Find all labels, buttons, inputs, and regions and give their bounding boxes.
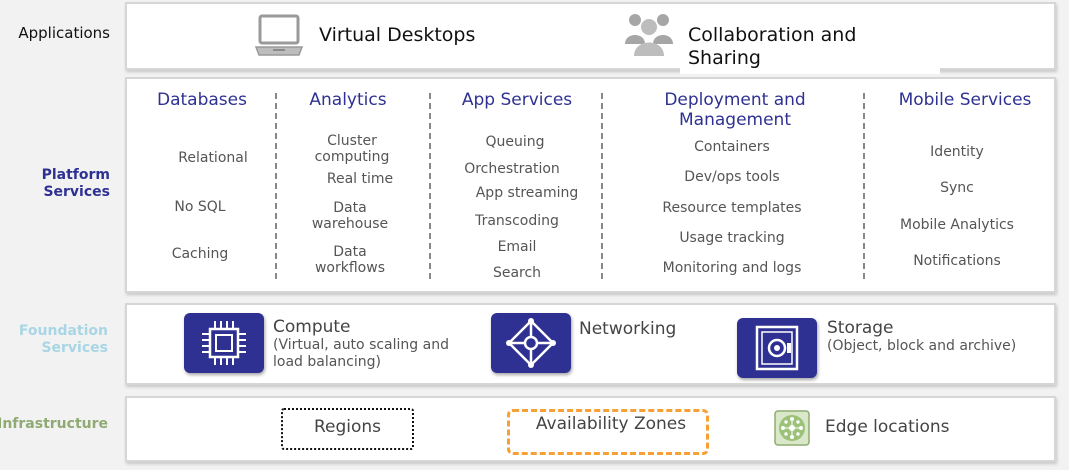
compute-description: (Virtual, auto scaling and load balancin… — [273, 337, 449, 370]
people-group-icon — [625, 14, 673, 56]
network-hub-icon — [491, 313, 571, 373]
layer-label-infrastructure: Infrastructure — [0, 416, 108, 432]
mobile-services-title: Mobile Services — [898, 90, 1032, 110]
collaboration-label: Collaboration and Sharing — [680, 24, 940, 74]
deployment-item: Containers — [694, 139, 770, 155]
app-services-item: Search — [492, 265, 542, 281]
layer-label-platform: Platform Services — [41, 167, 110, 200]
storage-description: (Object, block and archive) — [827, 338, 1017, 354]
analytics-item: Cluster computing — [314, 133, 390, 165]
databases-item: No SQL — [174, 199, 226, 215]
deployment-item: Usage tracking — [679, 230, 785, 246]
app-services-item: Transcoding — [475, 213, 559, 229]
deployment-item: Resource templates — [662, 200, 802, 216]
laptop-icon — [255, 14, 303, 56]
mobile-item: Identity — [930, 144, 984, 160]
analytics-item: Real time — [326, 171, 394, 187]
app-services-item: Orchestration — [464, 161, 560, 177]
app-services-item: Queuing — [485, 134, 545, 150]
compute-title: Compute — [273, 317, 351, 337]
mobile-item: Notifications — [913, 253, 1001, 269]
app-services-item: Email — [497, 239, 537, 255]
app-services-item: App streaming — [475, 185, 579, 201]
column-divider — [863, 93, 865, 279]
layer-label-foundation: Foundation Services — [18, 323, 108, 356]
storage-title: Storage — [827, 318, 894, 338]
mobile-item: Sync — [940, 180, 974, 196]
databases-item: Caching — [171, 246, 229, 262]
virtual-desktops-label: Virtual Desktops — [319, 24, 476, 46]
availability-zones-box — [507, 409, 709, 455]
app-services-title: App Services — [461, 90, 573, 110]
analytics-title: Analytics — [309, 90, 387, 110]
vault-icon — [737, 318, 817, 378]
networking-title: Networking — [579, 319, 677, 339]
availability-zones-label: Availability Zones — [535, 414, 687, 434]
deployment-item: Monitoring and logs — [662, 260, 802, 276]
databases-item: Relational — [178, 150, 248, 166]
deployment-item: Dev/ops tools — [684, 169, 780, 185]
foundation-services-panel — [125, 303, 1056, 385]
mobile-item: Mobile Analytics — [900, 217, 1014, 233]
column-divider — [275, 93, 277, 279]
regions-box — [281, 408, 414, 450]
deployment-title: Deployment and Management — [664, 90, 806, 130]
infrastructure-panel — [125, 396, 1056, 462]
regions-label: Regions — [313, 417, 382, 437]
column-divider — [601, 93, 603, 279]
layer-label-applications: Applications — [18, 24, 110, 42]
column-divider — [429, 93, 431, 279]
analytics-item: Data workflows — [314, 244, 385, 276]
databases-title: Databases — [157, 90, 247, 110]
analytics-item: Data warehouse — [311, 200, 389, 232]
edge-location-icon — [774, 410, 810, 446]
cpu-icon — [184, 313, 264, 373]
platform-services-panel — [125, 77, 1056, 293]
edge-locations-label: Edge locations — [825, 417, 950, 437]
